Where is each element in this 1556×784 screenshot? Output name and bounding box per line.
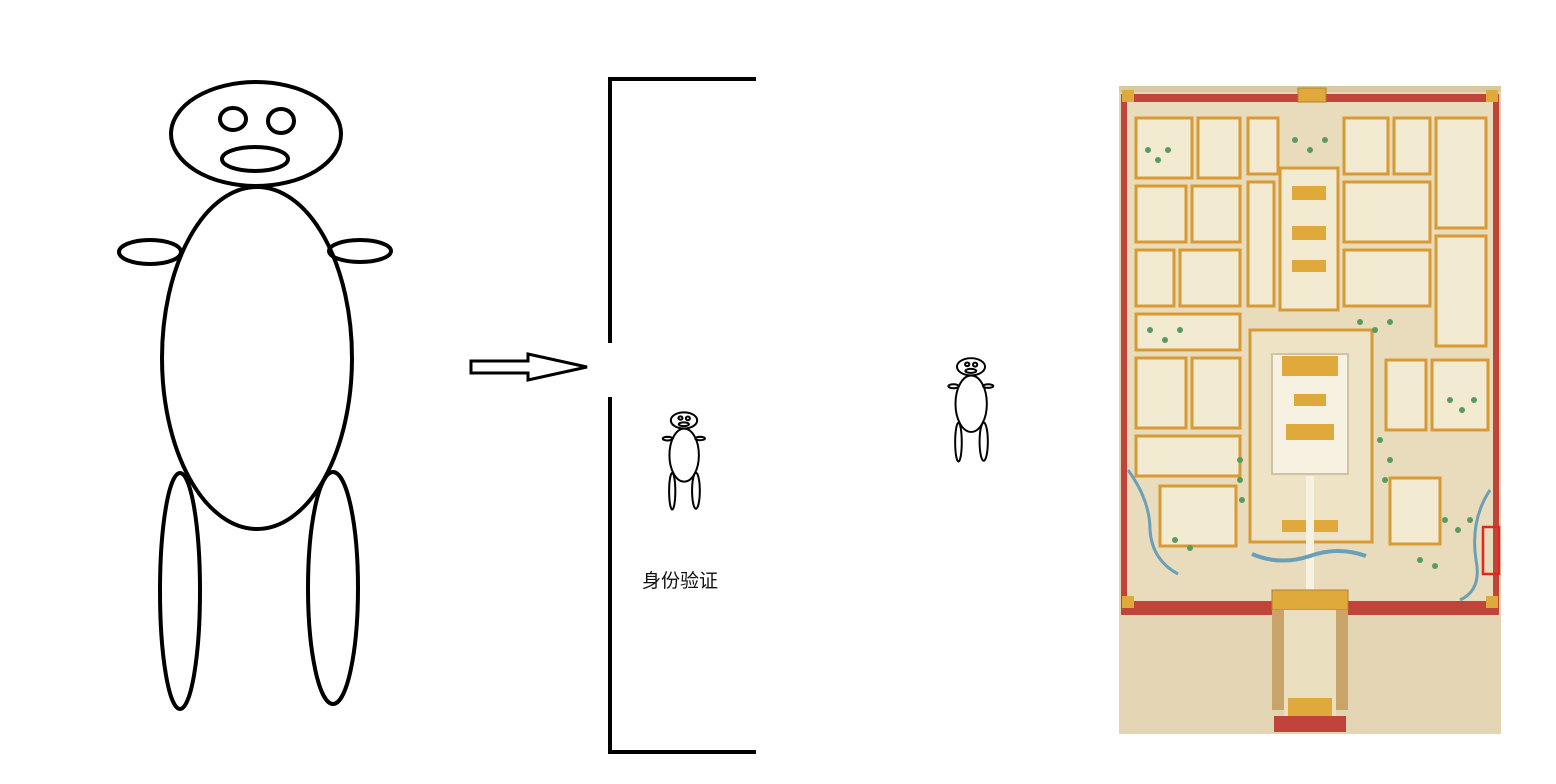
map-wall-left [1121, 94, 1127, 615]
passed-figure-right-arm [982, 383, 995, 389]
east-compounds [1384, 116, 1490, 546]
passed-figure-body [954, 374, 988, 433]
tree-clusters [1145, 137, 1477, 569]
inner-golden-river [1251, 549, 1367, 563]
gate-upper-wall [608, 77, 756, 343]
north-gate [1297, 87, 1327, 103]
small-figure-right-leg [691, 471, 701, 510]
gate-bracket [608, 77, 756, 754]
large-person-figure [117, 80, 393, 711]
figure-body [160, 185, 354, 531]
small-figure-mouth [677, 421, 690, 428]
passed-figure-right-leg [978, 421, 989, 462]
west-compounds [1134, 116, 1242, 548]
figure-right-arm [327, 238, 393, 264]
west-water [1126, 469, 1179, 576]
passed-figure-left-leg [954, 421, 963, 463]
central-axis [1306, 476, 1314, 606]
small-person-figure [661, 411, 706, 511]
small-figure-right-eye [684, 415, 691, 422]
corner-tower [1486, 90, 1498, 102]
meridian-gate-wing [1336, 610, 1348, 710]
small-figure-left-eye [677, 415, 684, 421]
hall-of-preserving-harmony [1286, 424, 1334, 440]
corner-tower [1486, 596, 1498, 608]
passed-figure-mouth [964, 367, 978, 374]
small-person-figure-passed [947, 357, 995, 463]
identity-verification-label: 身份验证 [641, 570, 718, 592]
north-compounds [1246, 116, 1432, 308]
inner-court-hall [1292, 260, 1326, 272]
passed-figure-right-eye [971, 361, 979, 368]
small-figure-left-arm [661, 435, 674, 442]
passed-figure-left-eye [964, 361, 971, 368]
flow-arrow-icon [469, 352, 588, 382]
small-figure-body [668, 427, 700, 483]
gate-of-uprightness [1288, 698, 1332, 716]
small-figure-right-arm [694, 435, 706, 442]
east-water [1459, 489, 1492, 602]
figure-right-leg [306, 470, 360, 706]
inner-court-hall [1292, 186, 1326, 200]
figure-left-leg [158, 471, 202, 711]
hall-of-central-harmony [1294, 394, 1326, 406]
gate-lower-wall [608, 397, 756, 754]
south-wall [1274, 716, 1346, 732]
figure-left-arm [117, 238, 183, 266]
corner-tower [1122, 596, 1134, 608]
figure-mouth [220, 145, 290, 173]
palace-map [1119, 86, 1501, 734]
small-figure-left-leg [668, 471, 677, 511]
figure-right-eye [266, 107, 296, 135]
corner-tower [1122, 90, 1134, 102]
inner-court-hall [1292, 226, 1326, 240]
map-wall-right [1493, 94, 1499, 615]
meridian-gate-wing [1272, 610, 1284, 710]
meridian-gate [1271, 589, 1349, 611]
figure-left-eye [218, 106, 248, 132]
passed-figure-left-arm [947, 383, 960, 390]
highlight-marker [1481, 525, 1501, 576]
hall-of-supreme-harmony [1282, 356, 1338, 376]
